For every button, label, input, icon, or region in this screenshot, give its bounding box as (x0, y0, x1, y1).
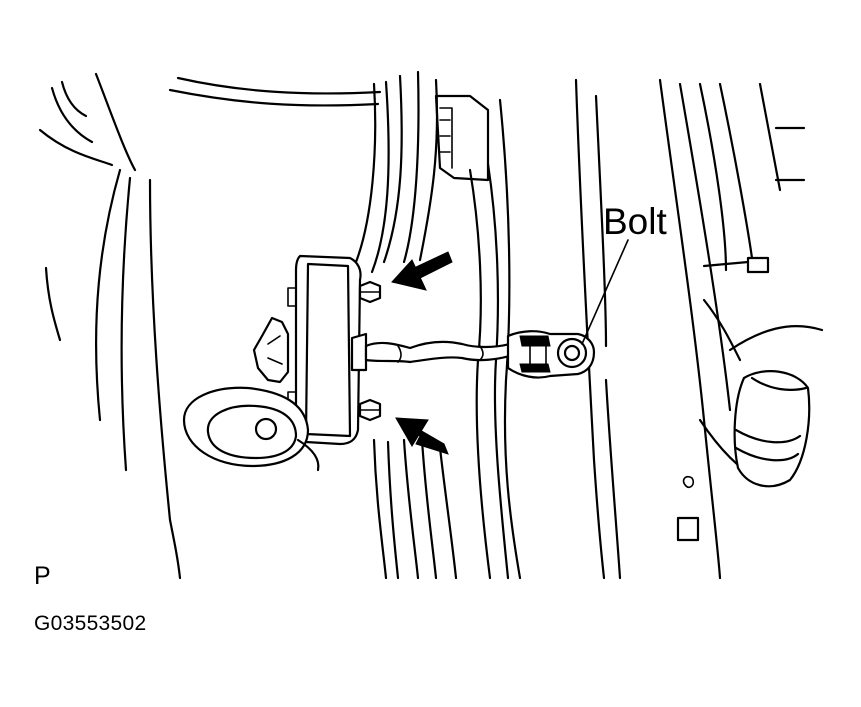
door-check-mounting-plate (287, 254, 362, 446)
center-pillar-lines (354, 70, 522, 580)
upper-left-panel-edges (38, 72, 382, 580)
door-check-arm (350, 332, 518, 372)
lower-right-details (676, 475, 700, 542)
hose-cylinder (733, 370, 811, 488)
bolt-callout-label: Bolt (603, 201, 667, 242)
arrow-lower-bolt-indicator (395, 417, 449, 455)
oval-grommet (182, 386, 320, 472)
mounting-nuts (358, 280, 382, 422)
arrow-upper-bolt-indicator (391, 251, 453, 291)
upper-latch-bracket (434, 94, 490, 182)
bolt-leader-line (581, 239, 629, 345)
plate-clip (252, 316, 290, 384)
right-body-panel-lines (574, 78, 824, 580)
bolt-head (556, 337, 588, 369)
view-letter-label: P (34, 562, 51, 590)
figure-code-label: G03553502 (34, 612, 147, 635)
